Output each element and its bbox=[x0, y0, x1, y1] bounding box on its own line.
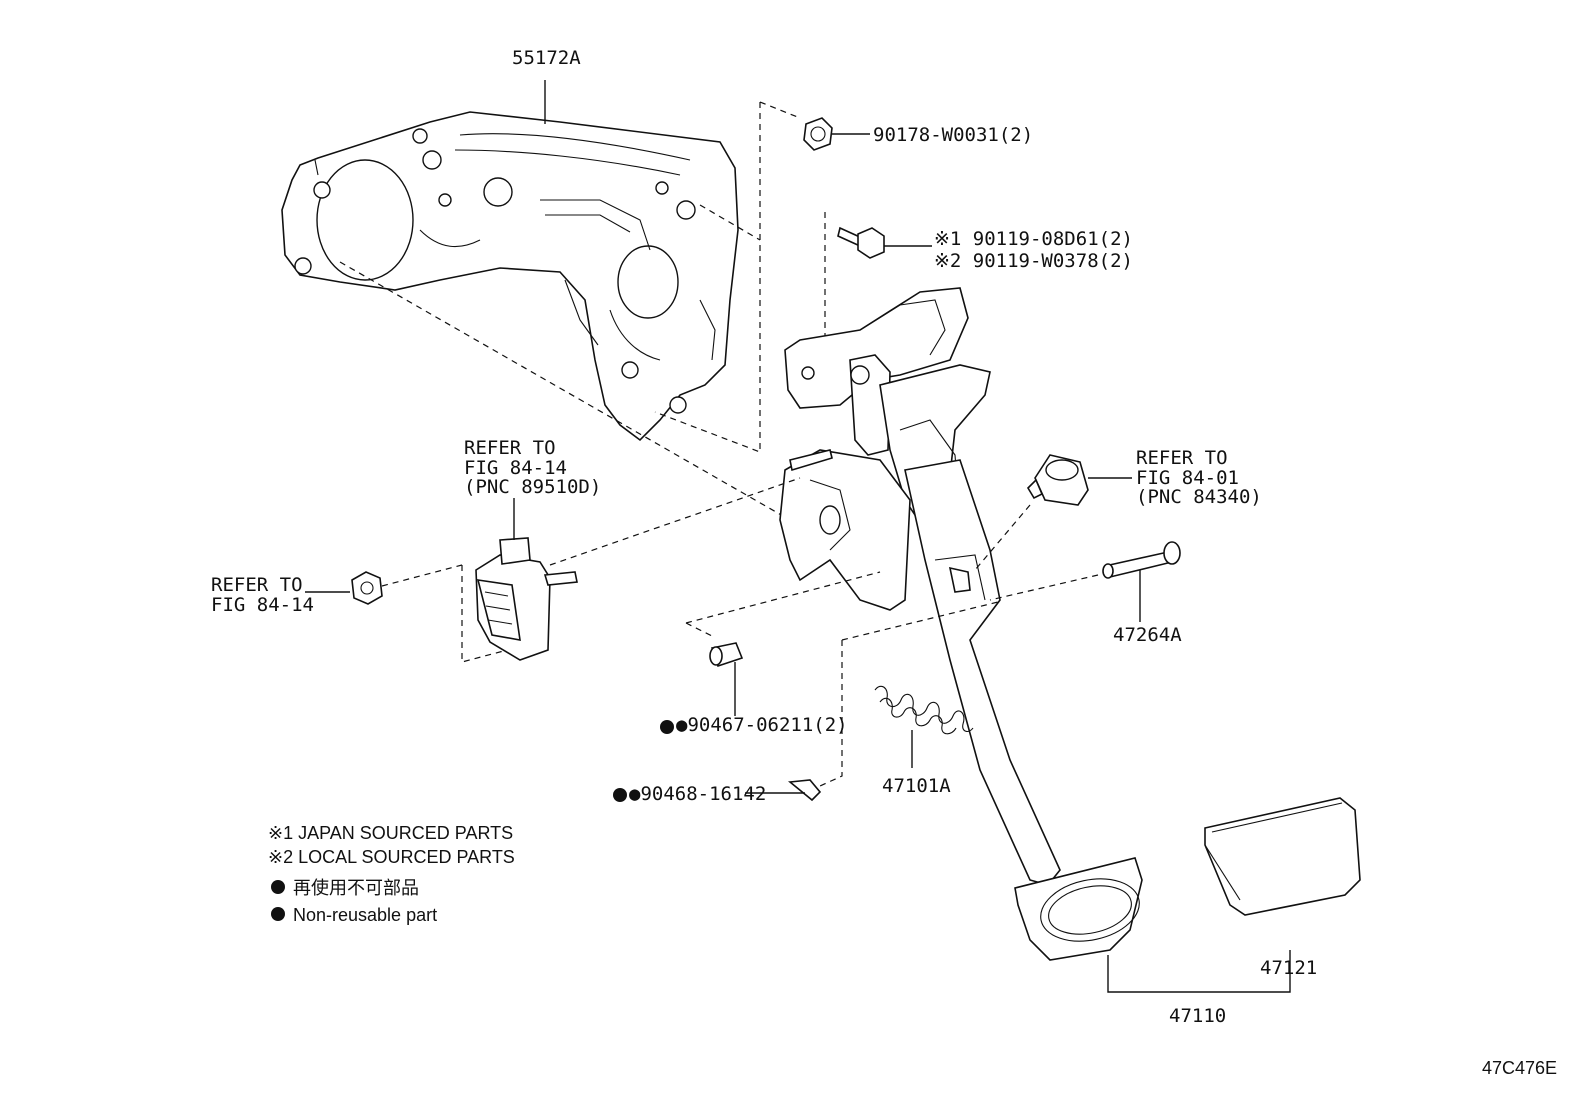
label-90468: ●90468-16142 bbox=[629, 783, 766, 805]
label-47101a: 47101A bbox=[882, 775, 951, 797]
label-55172a: 55172A bbox=[512, 47, 581, 69]
nonreusable-dot-90468 bbox=[613, 788, 627, 802]
label-47264a: 47264A bbox=[1113, 624, 1182, 646]
legend-nonreusable-en: Non-reusable part bbox=[293, 905, 437, 925]
pin-47264a: 47264A bbox=[1102, 541, 1182, 646]
bolt-90119: ※1 90119-08D61(2) ※2 90119-W0378(2) bbox=[837, 226, 1133, 272]
refer-nut-line2: FIG 84-14 bbox=[211, 594, 314, 616]
pedal-support-assembly bbox=[779, 287, 991, 611]
pedal-pad-47121: 47121 bbox=[1204, 797, 1361, 979]
label-90119-japan: ※1 90119-08D61(2) bbox=[934, 228, 1133, 250]
refer-84340-line2: FIG 84-01 bbox=[1136, 467, 1239, 489]
nut-refer-84-14: REFER TO FIG 84-14 bbox=[211, 564, 463, 616]
refer-89510d-line2: FIG 84-14 bbox=[464, 457, 567, 479]
refer-nut-line1: REFER TO bbox=[211, 574, 303, 596]
return-spring-47101a: 47101A bbox=[874, 685, 974, 797]
sensor-module-89510d: REFER TO FIG 84-14 (PNC 89510D) bbox=[461, 437, 601, 663]
legend-japan-sourced: ※1 JAPAN SOURCED PARTS bbox=[268, 823, 513, 843]
refer-84340-line1: REFER TO bbox=[1136, 447, 1228, 469]
legend: ※1 JAPAN SOURCED PARTS ※2 LOCAL SOURCED … bbox=[268, 823, 515, 925]
refer-89510d-line1: REFER TO bbox=[464, 437, 556, 459]
legend-dot-jp bbox=[271, 880, 285, 894]
figure-code: 47C476E bbox=[1482, 1058, 1557, 1078]
nut-90178: 90178-W0031(2) bbox=[803, 117, 1033, 151]
label-47121: 47121 bbox=[1260, 957, 1317, 979]
label-47110: 47110 bbox=[1169, 1005, 1226, 1027]
pedal-bracket-55172a: 55172A bbox=[281, 47, 739, 442]
label-90467: ●90467-06211(2) bbox=[676, 714, 848, 736]
refer-89510d-line3: (PNC 89510D) bbox=[464, 476, 601, 498]
clip-90468: ●90468-16142 bbox=[613, 601, 999, 805]
legend-local-sourced: ※2 LOCAL SOURCED PARTS bbox=[268, 847, 515, 867]
bushing-90467: ●90467-06211(2) bbox=[660, 571, 881, 736]
legend-dot-en bbox=[271, 907, 285, 921]
brake-pedal-47110: 47110 bbox=[904, 459, 1291, 1027]
nonreusable-dot-90467 bbox=[660, 720, 674, 734]
label-90178: 90178-W0031(2) bbox=[873, 124, 1033, 146]
stop-lamp-switch: REFER TO FIG 84-01 (PNC 84340) bbox=[1026, 447, 1262, 508]
legend-nonreusable-jp: 再使用不可部品 bbox=[293, 878, 419, 898]
refer-84340-line3: (PNC 84340) bbox=[1136, 486, 1262, 508]
label-90119-local: ※2 90119-W0378(2) bbox=[934, 250, 1133, 272]
